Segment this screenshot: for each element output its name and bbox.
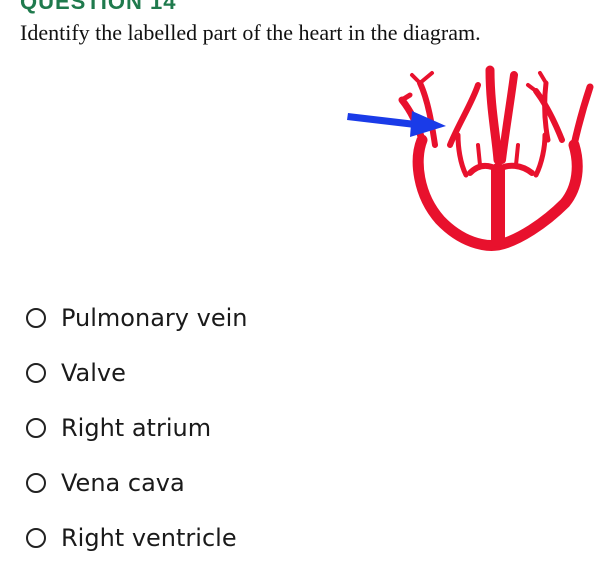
radio-button-icon[interactable] [26,472,46,493]
radio-button-icon[interactable] [26,362,46,383]
option-label: Vena cava [61,468,185,497]
option-valve[interactable]: Valve [26,345,247,400]
radio-button-icon[interactable] [26,527,46,548]
pointer-arrow-icon [347,111,446,137]
radio-button-icon[interactable] [26,307,46,328]
option-label: Right atrium [61,413,212,442]
heart-icon [398,65,594,251]
option-vena-cava[interactable]: Vena cava [26,455,247,510]
question-number: QUESTION 14 [20,0,177,14]
option-label: Pulmonary vein [61,303,248,332]
option-right-atrium[interactable]: Right atrium [26,400,247,455]
option-right-ventricle[interactable]: Right ventricle [26,510,247,565]
question-text: Identify the labelled part of the heart … [20,20,481,45]
option-label: Valve [61,358,126,387]
option-label: Right ventricle [61,523,237,552]
option-pulmonary-vein[interactable]: Pulmonary vein [26,290,247,345]
answer-options: Pulmonary vein Valve Right atrium Vena c… [26,290,247,565]
heart-diagram [347,65,594,251]
radio-button-icon[interactable] [26,417,46,438]
